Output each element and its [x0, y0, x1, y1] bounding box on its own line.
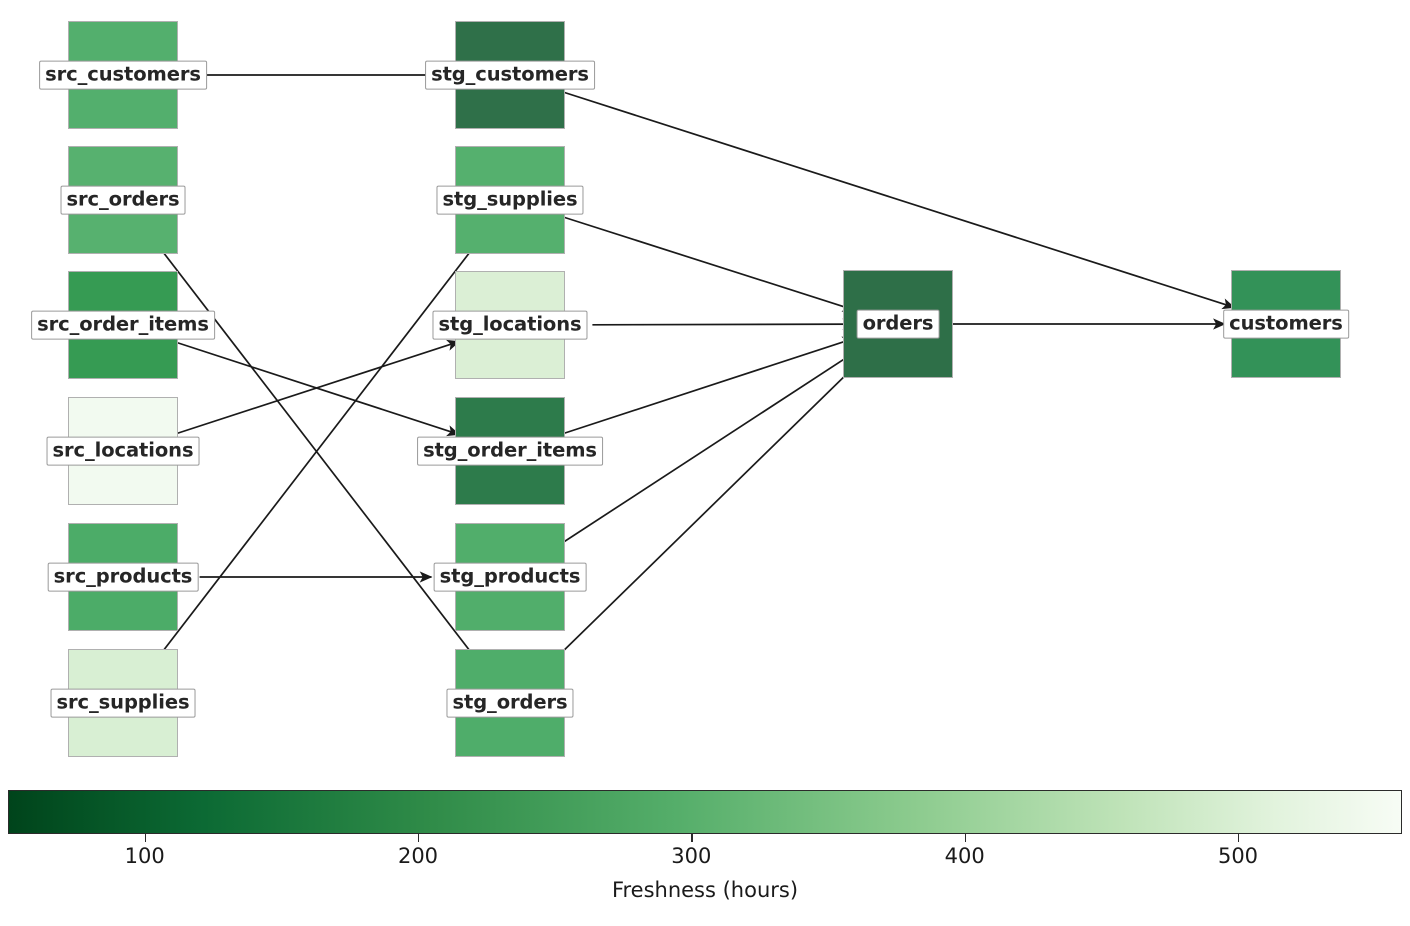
- node-stg_customers[interactable]: stg_customers: [425, 21, 595, 129]
- node-stg_order_items[interactable]: stg_order_items: [417, 397, 603, 505]
- edge-src_locations-to-stg_locations: [171, 339, 460, 436]
- colorbar-gradient: [8, 790, 1402, 834]
- colorbar-tick: [418, 834, 420, 842]
- node-label-src_supplies: src_supplies: [50, 688, 196, 718]
- colorbar-tick-label: 200: [397, 844, 439, 868]
- node-stg_orders[interactable]: stg_orders: [446, 649, 574, 757]
- node-label-customers: customers: [1223, 309, 1349, 339]
- node-label-src_order_items: src_order_items: [31, 310, 215, 340]
- edge-stg_order_items-to-orders: [558, 336, 856, 436]
- node-src_order_items[interactable]: src_order_items: [31, 271, 215, 379]
- node-src_customers[interactable]: src_customers: [39, 21, 207, 129]
- colorbar-axis-label: Freshness (hours): [611, 878, 799, 902]
- colorbar-tick: [964, 834, 967, 842]
- node-label-stg_supplies: stg_supplies: [436, 185, 584, 215]
- node-src_supplies[interactable]: src_supplies: [50, 649, 196, 757]
- colorbar-tick: [691, 834, 693, 842]
- colorbar-tick-label: 100: [124, 844, 165, 868]
- node-label-src_locations: src_locations: [46, 436, 200, 466]
- node-label-src_products: src_products: [47, 562, 199, 592]
- colorbar-tick: [144, 834, 147, 842]
- node-label-stg_order_items: stg_order_items: [417, 436, 603, 466]
- colorbar-tick-label: 500: [1217, 844, 1259, 868]
- colorbar-tick-label: 300: [671, 844, 712, 868]
- edge-stg_orders-to-orders: [525, 340, 881, 688]
- node-src_orders[interactable]: src_orders: [60, 146, 186, 254]
- node-stg_supplies[interactable]: stg_supplies: [436, 146, 584, 254]
- node-label-stg_products: stg_products: [433, 562, 587, 592]
- node-label-stg_locations: stg_locations: [432, 310, 588, 340]
- node-label-src_orders: src_orders: [60, 185, 186, 215]
- node-src_products[interactable]: src_products: [47, 523, 199, 631]
- colorbar-tick-label: 400: [944, 844, 985, 868]
- colorbar: 100 200 300 400 500 Freshness (hours): [0, 780, 1410, 926]
- edge-layer: [134, 74, 1236, 688]
- edge-stg_supplies-to-orders: [559, 215, 856, 312]
- node-label-src_customers: src_customers: [39, 60, 207, 90]
- node-customers[interactable]: customers: [1223, 270, 1349, 378]
- node-stg_products[interactable]: stg_products: [433, 523, 587, 631]
- colorbar-tick: [1238, 834, 1240, 842]
- edge-src_order_items-to-stg_order_items: [171, 340, 460, 437]
- node-stg_locations[interactable]: stg_locations: [432, 271, 588, 379]
- node-label-stg_customers: stg_customers: [425, 60, 595, 90]
- node-label-stg_orders: stg_orders: [446, 688, 574, 718]
- node-orders[interactable]: orders: [843, 270, 953, 378]
- edge-stg_locations-to-orders: [592, 318, 856, 330]
- node-src_locations[interactable]: src_locations: [46, 397, 200, 505]
- node-label-orders: orders: [856, 309, 940, 339]
